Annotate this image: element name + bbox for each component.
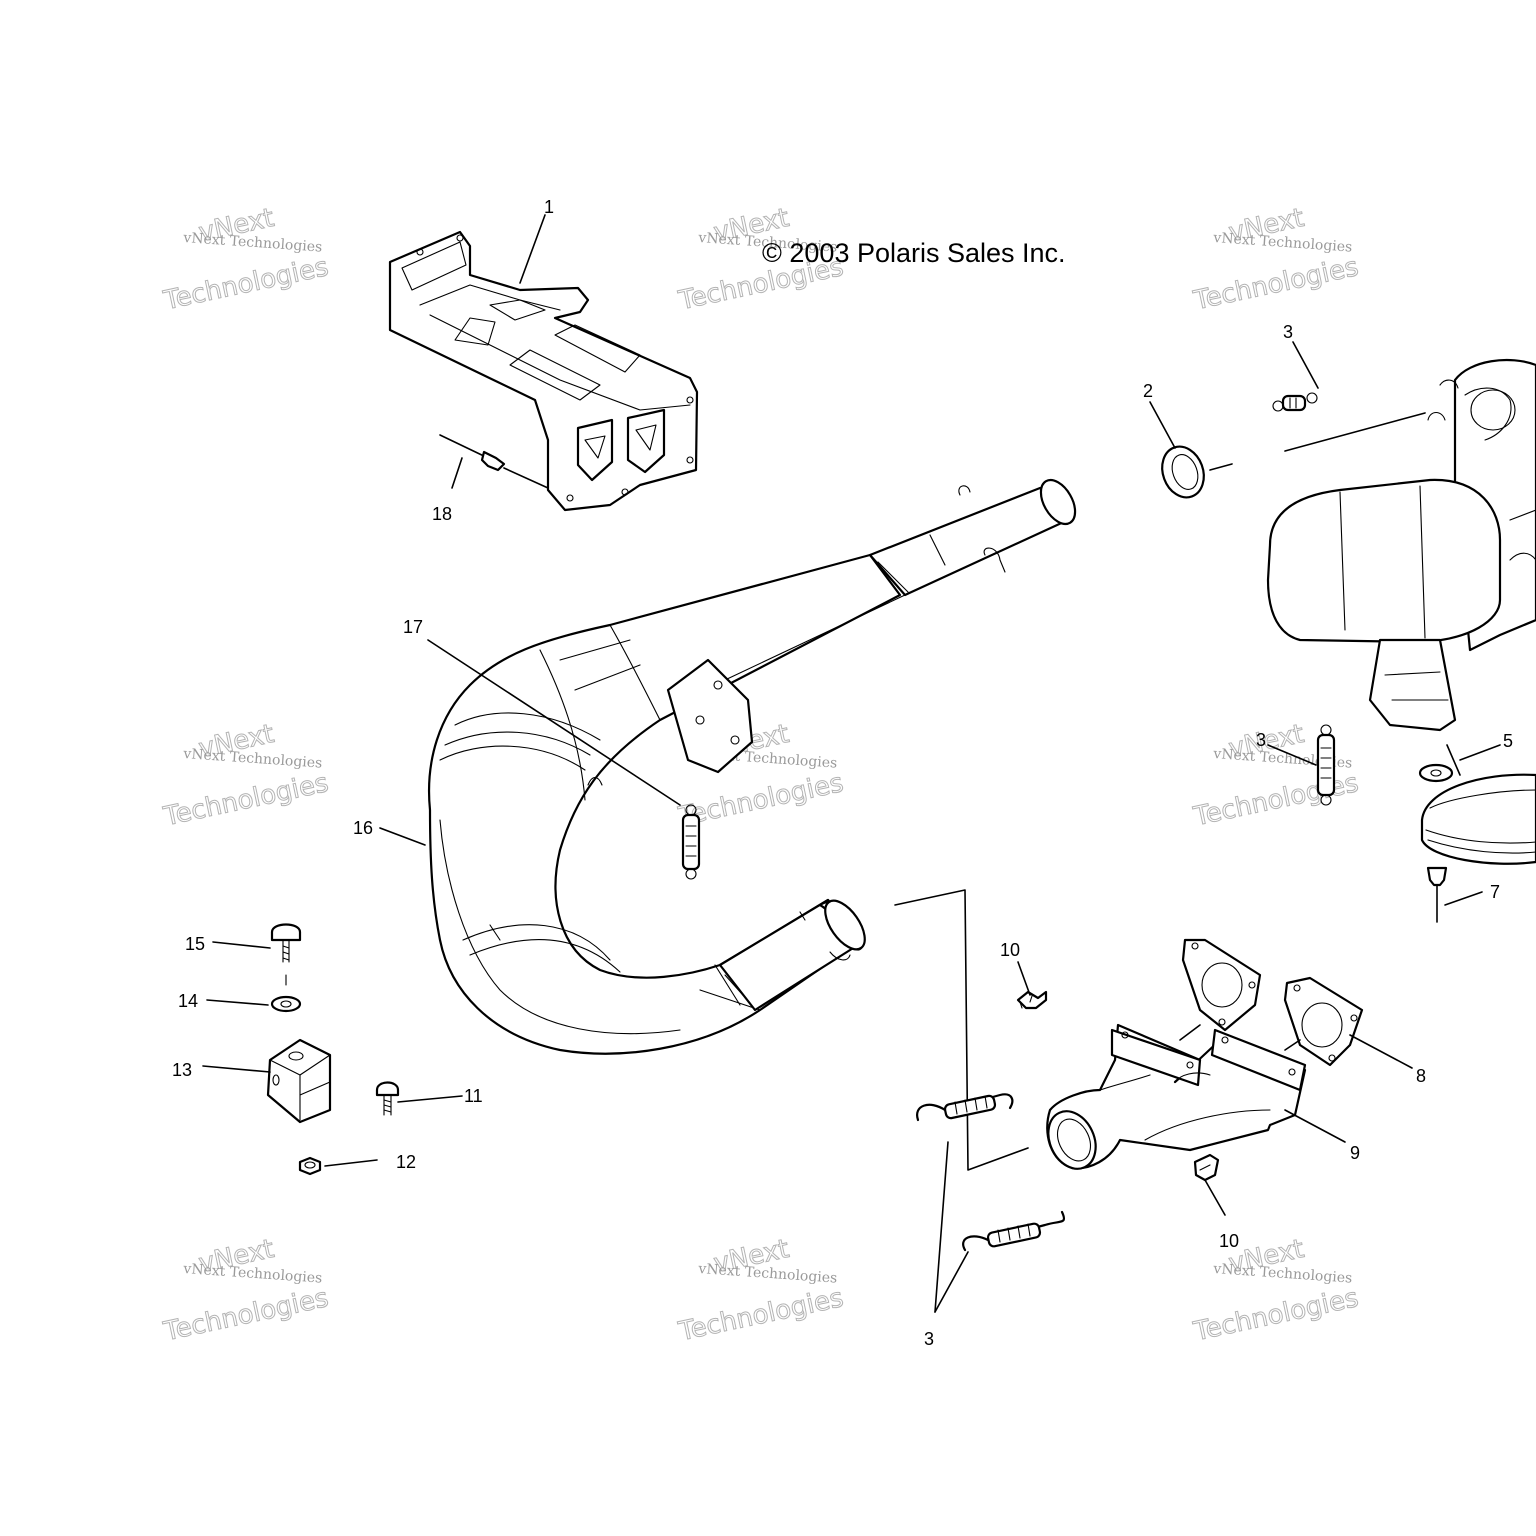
- callout-11: 11: [464, 1086, 483, 1106]
- svg-text:Technologies: Technologies: [675, 768, 846, 832]
- part-15-bolt: [270, 923, 302, 986]
- part-17-spring: [681, 804, 701, 880]
- svg-text:Technologies: Technologies: [160, 1283, 331, 1347]
- part-3-spring-lower-right: [962, 1210, 1066, 1252]
- part-12-nut: [298, 1156, 322, 1176]
- watermark-mid-right: vNext vNext Technologies Technologies: [1190, 719, 1362, 833]
- watermark-bottom-right: vNext vNext Technologies Technologies: [1190, 1234, 1362, 1348]
- gasket-right-guide-line: [1284, 1039, 1301, 1051]
- callout-9: 9: [1350, 1143, 1360, 1163]
- callout-2: 2: [1143, 381, 1153, 401]
- leader-lines: [202, 214, 1501, 1313]
- svg-text:vNext Technologies: vNext Technologies: [1212, 1261, 1353, 1287]
- callout-16: 16: [353, 818, 373, 838]
- watermark-bottom-left: vNext vNext Technologies Technologies: [160, 1234, 332, 1348]
- part-7-rivet: [1426, 866, 1448, 923]
- callout-3-top: 3: [1283, 322, 1293, 342]
- part-3-spring-lower-left: [916, 1093, 1014, 1122]
- callout-13: 13: [172, 1060, 192, 1080]
- part-16-expansion-chamber: [428, 478, 1077, 1055]
- svg-text:Technologies: Technologies: [160, 768, 331, 832]
- callout-7: 7: [1490, 882, 1500, 902]
- part-9-exhaust-manifold: [1046, 1023, 1307, 1170]
- part-5-washer: [1418, 744, 1461, 783]
- callout-8: 8: [1416, 1066, 1426, 1086]
- part-10-stud-bottom: [1193, 1153, 1220, 1182]
- svg-text:Technologies: Technologies: [675, 1283, 846, 1347]
- callout-10-bottom: 10: [1219, 1231, 1239, 1251]
- svg-text:vNext Technologies: vNext Technologies: [182, 1261, 323, 1287]
- watermark-top-left: vNext vNext Technologies Technologies: [160, 203, 332, 317]
- svg-text:Technologies: Technologies: [1190, 1283, 1361, 1347]
- callout-5: 5: [1503, 731, 1513, 751]
- callout-1: 1: [544, 197, 554, 217]
- part-11-bolt: [375, 1081, 400, 1116]
- callout-15: 15: [185, 934, 205, 954]
- watermark-mid-left: vNext vNext Technologies Technologies: [160, 719, 332, 833]
- svg-text:Technologies: Technologies: [1190, 768, 1361, 832]
- callout-17: 17: [403, 617, 423, 637]
- callout-3-right: 3: [1256, 730, 1266, 750]
- svg-text:vNext Technologies: vNext Technologies: [697, 1261, 838, 1287]
- callout-18: 18: [432, 504, 452, 524]
- part-1-mounting-bracket: [388, 230, 699, 512]
- part-8-gasket-left: [1181, 938, 1262, 1032]
- part-10-stud-top: [1016, 990, 1048, 1010]
- callout-3-bottom: 3: [924, 1329, 934, 1349]
- silencer: [1266, 358, 1536, 732]
- watermark-bottom-center: vNext vNext Technologies Technologies: [675, 1234, 847, 1348]
- part-3-spring-top: [1272, 392, 1318, 412]
- svg-text:Technologies: Technologies: [160, 252, 331, 316]
- silencer-mount-ring: [1420, 773, 1536, 865]
- callout-12: 12: [396, 1152, 416, 1172]
- svg-text:Technologies: Technologies: [1190, 252, 1361, 316]
- part-8-gasket-right: [1283, 976, 1364, 1067]
- watermark-top-right: vNext vNext Technologies Technologies: [1190, 203, 1362, 317]
- part-13-mounting-bracket: [266, 1038, 332, 1124]
- exploded-view-bracket: [894, 889, 1029, 1171]
- callout-10-top: 10: [1000, 940, 1020, 960]
- part-18-rivet: [439, 434, 549, 489]
- gasket-left-guide-line: [1179, 1024, 1201, 1041]
- svg-text:vNext Technologies: vNext Technologies: [182, 746, 323, 772]
- copyright-notice: © 2003 Polaris Sales Inc.: [762, 238, 1066, 268]
- callout-14: 14: [178, 991, 198, 1011]
- part-3-spring-right: [1316, 724, 1336, 806]
- part-14-washer: [270, 995, 302, 1013]
